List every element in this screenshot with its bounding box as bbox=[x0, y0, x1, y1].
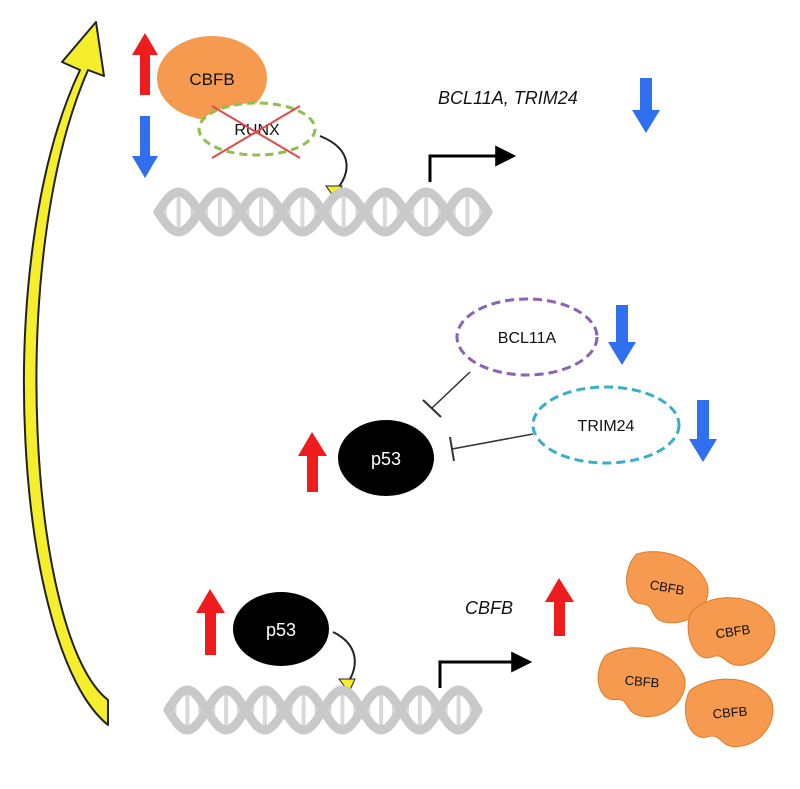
cbfb-label: CBFB bbox=[649, 577, 686, 598]
cross-line-2 bbox=[211, 105, 301, 159]
cbfb-protein: CBFB bbox=[597, 647, 686, 718]
p53-protein-bottom: p53 bbox=[233, 592, 329, 666]
trim24-protein: TRIM24 bbox=[531, 385, 681, 465]
transcription-start-arrow-top bbox=[428, 145, 517, 182]
dna-strand bbox=[163, 685, 483, 735]
cbfb-protein: CBFB bbox=[685, 678, 774, 748]
blue-down-arrow-icon bbox=[608, 305, 636, 365]
blue-down-arrow-icon bbox=[132, 116, 158, 178]
cbfb-protein: CBFB bbox=[687, 597, 776, 666]
dna-helix-top bbox=[153, 187, 493, 237]
bcl11a-protein: BCL11A bbox=[455, 297, 599, 377]
red-up-arrow-icon bbox=[298, 432, 327, 492]
dna-helix-bottom bbox=[163, 685, 483, 735]
feedback-loop-arrow bbox=[23, 21, 109, 726]
cbfb-protein-top: CBFB bbox=[157, 36, 267, 120]
red-up-arrow-icon bbox=[132, 33, 158, 95]
transcription-start-arrow-bottom bbox=[438, 651, 533, 688]
dna-strand bbox=[153, 187, 493, 237]
cbfb-label-top: CBFB bbox=[189, 70, 234, 89]
cbfb-protein: CBFB bbox=[626, 551, 709, 624]
blue-down-arrow-icon bbox=[632, 78, 660, 133]
runx-protein-crossed: RUNX bbox=[197, 101, 317, 159]
cbfb-label: CBFB bbox=[624, 673, 660, 691]
cbfb-gene-label: CBFB bbox=[465, 598, 513, 618]
p53-label-bottom: p53 bbox=[266, 620, 296, 640]
blue-down-arrow-icon bbox=[689, 400, 717, 462]
red-up-arrow-icon bbox=[196, 589, 225, 655]
p53-label-middle: p53 bbox=[371, 449, 401, 469]
top-up-down-arrows bbox=[132, 33, 158, 178]
bcl11a-label: BCL11A bbox=[498, 330, 557, 347]
cbfb-protein-cluster: CBFB CBFB CBFB CBFB bbox=[597, 551, 776, 748]
red-up-arrow-icon bbox=[545, 578, 574, 636]
target-genes-label: BCL11A, TRIM24 bbox=[438, 88, 578, 108]
cbfb-label: CBFB bbox=[712, 704, 748, 722]
trim24-label: TRIM24 bbox=[578, 418, 635, 435]
bcl11a-inhibits-p53 bbox=[422, 371, 471, 418]
trim24-inhibits-p53 bbox=[449, 433, 534, 462]
p53-binding-curve-arrow bbox=[332, 631, 356, 693]
p53-protein-middle: p53 bbox=[338, 420, 434, 496]
cbfb-label: CBFB bbox=[715, 622, 751, 642]
